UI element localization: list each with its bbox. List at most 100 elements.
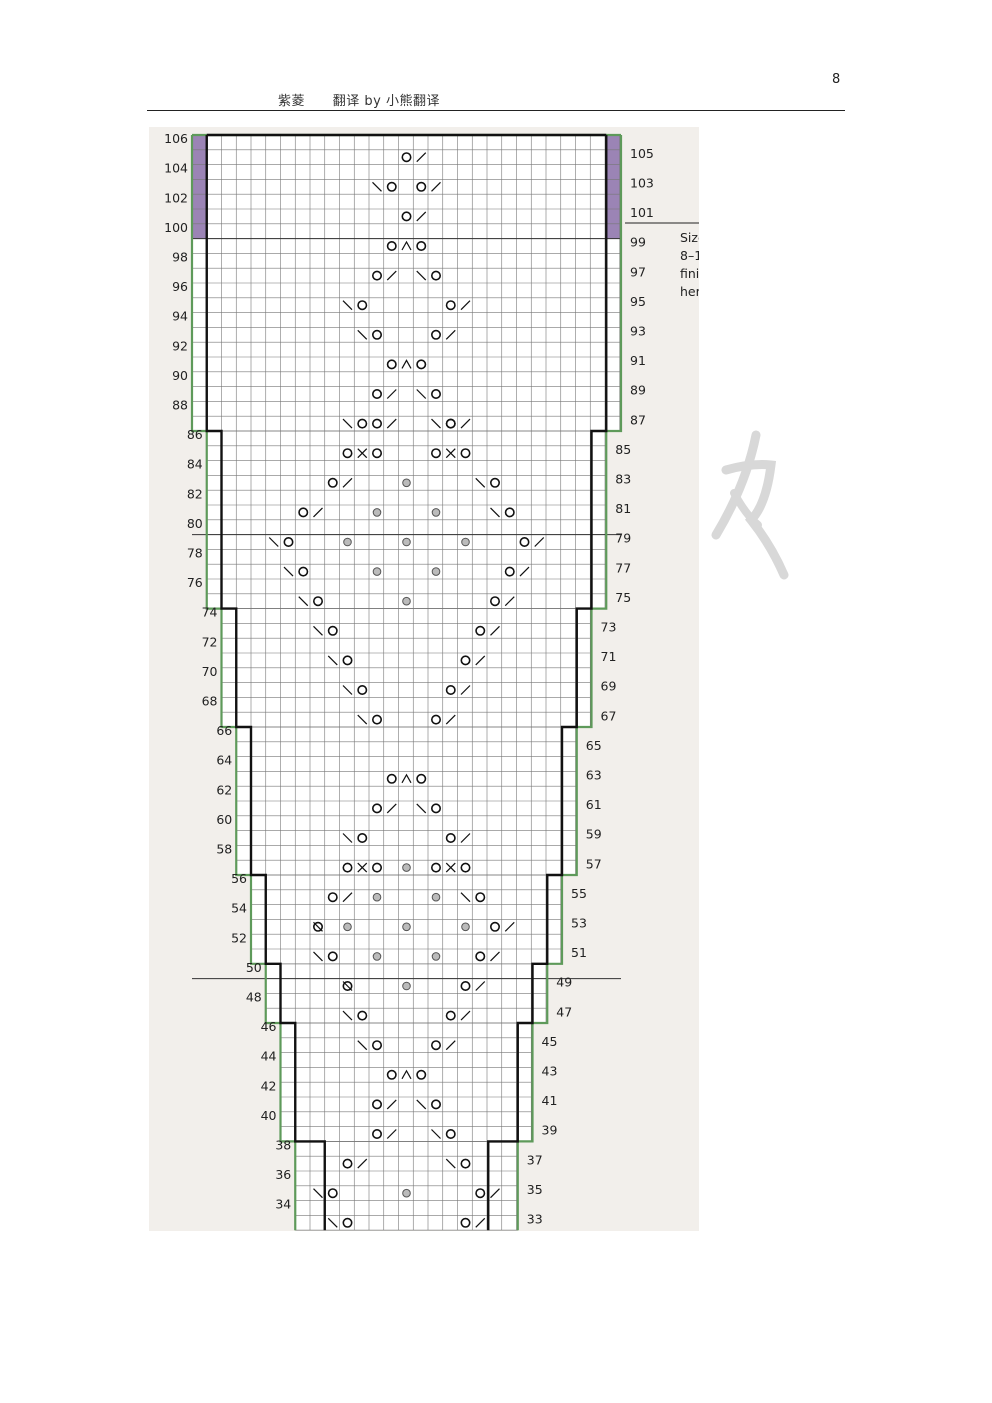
ssk-symbol [475, 477, 486, 488]
row-number-right: 59 [586, 827, 602, 842]
yo-symbol [298, 507, 309, 518]
row-number-left: 36 [275, 1167, 291, 1182]
yo-symbol [372, 329, 383, 340]
yo-symbol [445, 684, 456, 695]
ssk-symbol [416, 1099, 427, 1110]
yo-symbol [386, 181, 397, 192]
row-number-right: 39 [542, 1123, 558, 1138]
bead-symbol [402, 981, 411, 991]
k2tog-symbol [357, 862, 368, 873]
k2tog-symbol [445, 714, 456, 725]
knitting-chart: 1061041021009896949290888684828078767472… [164, 131, 699, 1231]
row-number-right: 89 [630, 383, 646, 398]
outline-right-green [516, 135, 623, 1231]
ssk-symbol [283, 566, 294, 577]
k2tog-symbol [504, 596, 515, 607]
yo-symbol [283, 536, 294, 547]
row-number-left: 82 [187, 486, 203, 501]
k2tog-symbol [386, 270, 397, 281]
row-number-right: 91 [630, 353, 646, 368]
yo-symbol [327, 892, 338, 903]
row-number-right: 103 [630, 176, 654, 191]
row-number-right: 73 [601, 620, 617, 635]
side-note-line: 8–1 [680, 248, 699, 263]
yo-symbol [327, 951, 338, 962]
outline-right-black [487, 135, 608, 1231]
row-number-right: 93 [630, 324, 646, 339]
yo-symbol [342, 1158, 353, 1169]
yo-symbol [460, 655, 471, 666]
k2tog-symbol [460, 1010, 471, 1021]
edging-left-purple [192, 135, 207, 239]
k2tog-symbol [416, 152, 427, 163]
k2tog-symbol [342, 892, 353, 903]
row-number-left: 40 [261, 1108, 277, 1123]
row-number-right: 57 [586, 856, 602, 871]
header-rule [147, 110, 845, 111]
yo-symbol [445, 1128, 456, 1139]
yo-symbol [504, 507, 515, 518]
yo-symbol [313, 596, 324, 607]
k2tog-symbol [460, 418, 471, 429]
yo-symbol [430, 714, 441, 725]
yo-symbol [460, 448, 471, 459]
yo-symbol [445, 418, 456, 429]
ssk-symbol [357, 714, 368, 725]
k2tog-symbol [313, 507, 323, 518]
row-number-left: 48 [246, 990, 262, 1005]
k2tog-symbol [519, 566, 530, 577]
ssk-symbol [416, 270, 427, 281]
ssk-symbol [357, 329, 368, 340]
bead-symbol [402, 596, 411, 606]
k2tog-symbol [475, 1217, 486, 1228]
row-number-right: 51 [571, 945, 587, 960]
yo-symbol [357, 300, 368, 311]
bead-symbol [372, 952, 382, 961]
row-number-left: 106 [164, 131, 188, 146]
row-number-right: 71 [601, 649, 617, 664]
row-number-left: 56 [231, 871, 247, 886]
row-number-right: 49 [556, 975, 572, 990]
yo-symbol [475, 625, 486, 636]
k2tog-symbol [386, 389, 397, 399]
watermark-icon [711, 430, 789, 580]
yo-symbol [430, 1099, 441, 1110]
row-number-left: 66 [216, 723, 232, 738]
yo-symbol [372, 448, 383, 459]
row-number-left: 94 [172, 309, 188, 324]
yo-symbol [357, 418, 368, 429]
bead-symbol [431, 508, 441, 517]
yo-symbol [504, 566, 515, 577]
row-number-right: 99 [630, 235, 646, 250]
bead-symbol [372, 567, 382, 576]
yo-symbol [445, 1010, 456, 1021]
yo-symbol [372, 418, 383, 429]
yo-symbol [489, 921, 500, 932]
yo-symbol [475, 1188, 486, 1199]
ssk-symbol [342, 833, 353, 843]
row-number-right: 101 [630, 205, 654, 220]
yo-symbol [460, 862, 471, 873]
row-number-left: 54 [231, 901, 247, 916]
row-number-left: 80 [187, 516, 203, 531]
yo-symbol [475, 951, 486, 962]
outline-left-green [190, 135, 297, 1231]
row-number-right: 61 [586, 797, 602, 812]
cdd-symbol [401, 359, 412, 369]
ssk-symbol [431, 418, 441, 429]
bead-symbol [402, 1188, 411, 1198]
yo-symbol [386, 241, 397, 252]
k2tog-symbol [490, 951, 500, 962]
page-header-title: 紫菱 翻译 by 小熊翻译 [278, 94, 441, 109]
ssk-symbol [342, 1010, 353, 1021]
row-number-right: 43 [542, 1064, 558, 1079]
row-number-right: 55 [571, 886, 587, 901]
ssk-symbol [416, 389, 427, 399]
yo-symbol [327, 625, 338, 636]
row-number-right: 53 [571, 916, 587, 931]
yo-symbol [372, 388, 383, 399]
yo-symbol [430, 270, 441, 281]
row-number-right: 45 [542, 1034, 558, 1049]
yo-symbol [372, 1040, 383, 1051]
